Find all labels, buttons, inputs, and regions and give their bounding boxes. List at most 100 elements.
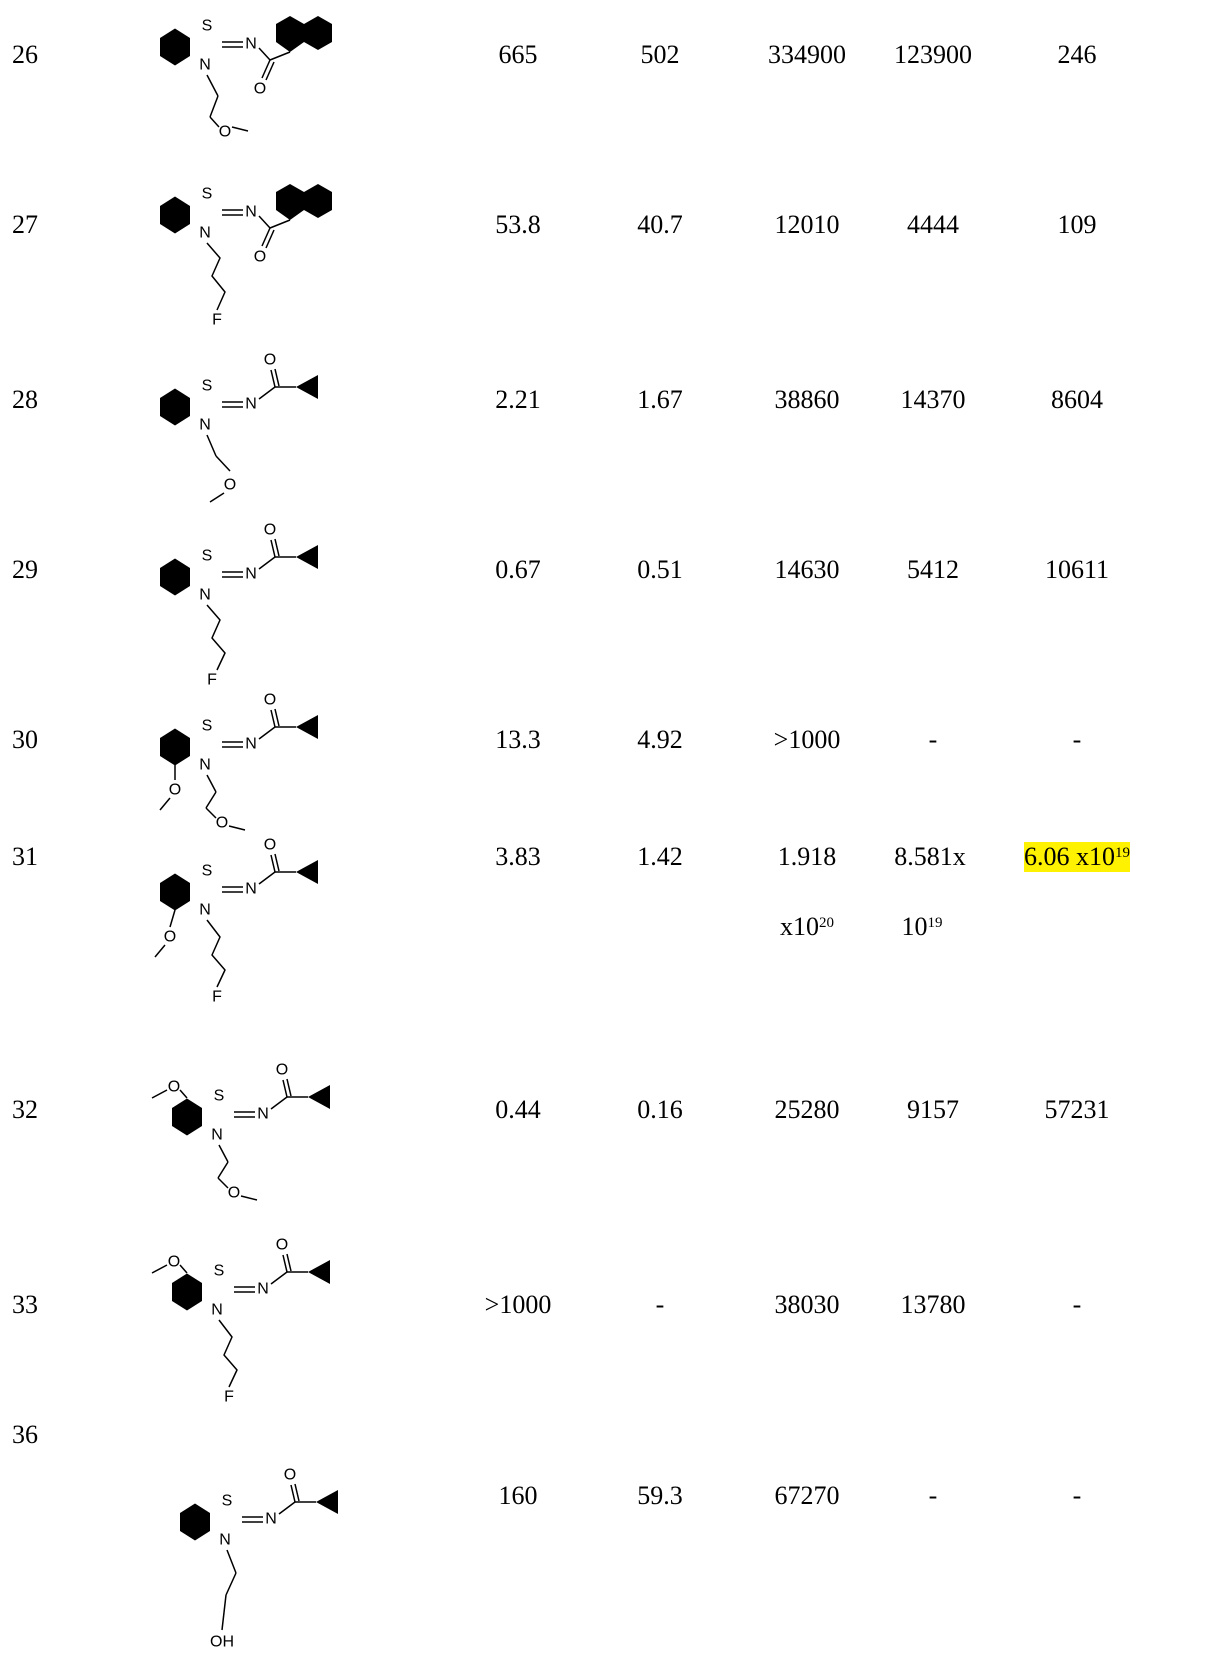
- cell-c4-exponent: 1019: [901, 912, 943, 941]
- svg-text:O: O: [168, 1079, 180, 1096]
- svg-text:O: O: [228, 1185, 240, 1202]
- svg-text:N: N: [257, 1106, 269, 1123]
- svg-text:N: N: [265, 1511, 277, 1528]
- svg-text:S: S: [202, 378, 213, 395]
- svg-text:N: N: [245, 881, 257, 898]
- svg-text:N: N: [219, 1532, 231, 1549]
- cell-c3-mantissa: 1.918: [777, 842, 837, 871]
- svg-text:O: O: [264, 352, 276, 369]
- structure-36: S N N O OH: [180, 1467, 356, 1651]
- svg-text:N: N: [257, 1281, 269, 1298]
- cell-c4-mantissa: 8.581x: [894, 842, 966, 871]
- svg-text:O: O: [168, 1254, 180, 1271]
- compound-id: 30: [12, 725, 38, 754]
- structure-28: S N N O O: [160, 352, 336, 503]
- cell-c1: 665: [498, 40, 538, 69]
- structure-31: S N N O O F: [154, 837, 336, 1006]
- compound-id: 36: [12, 1420, 38, 1449]
- cell-c5: 246: [1057, 40, 1097, 69]
- cell-c4: 9157: [907, 1095, 959, 1124]
- svg-text:F: F: [212, 989, 222, 1006]
- cell-c1: >1000: [484, 1290, 552, 1319]
- cell-c3: 25280: [774, 1095, 840, 1124]
- svg-text:O: O: [224, 477, 236, 494]
- svg-text:F: F: [224, 1389, 234, 1406]
- cell-c1: 2.21: [495, 385, 541, 414]
- cell-c1: 3.83: [495, 842, 541, 871]
- compound-id: 29: [12, 555, 38, 584]
- svg-text:S: S: [202, 863, 213, 880]
- svg-text:N: N: [199, 587, 211, 604]
- svg-text:S: S: [202, 18, 213, 35]
- svg-text:OH: OH: [210, 1634, 234, 1651]
- cell-c5: 10611: [1044, 555, 1110, 584]
- structure-29: S N N O F: [160, 522, 336, 689]
- svg-text:S: S: [222, 1493, 233, 1510]
- cell-c4: 5412: [907, 555, 959, 584]
- svg-text:N: N: [199, 57, 211, 74]
- svg-text:S: S: [214, 1263, 225, 1280]
- cell-c5: -: [1072, 1481, 1082, 1510]
- cell-c5: 109: [1057, 210, 1097, 239]
- compound-id: 28: [12, 385, 38, 414]
- svg-text:O: O: [254, 81, 266, 98]
- svg-text:N: N: [199, 902, 211, 919]
- compound-id: 27: [12, 210, 38, 239]
- cell-c3: 38030: [774, 1290, 840, 1319]
- svg-text:O: O: [284, 1467, 296, 1484]
- svg-text:N: N: [211, 1302, 223, 1319]
- svg-text:N: N: [245, 36, 257, 53]
- cell-c1: 13.3: [495, 725, 541, 754]
- cell-c3: 334900: [768, 40, 846, 69]
- cell-c2: 1.67: [637, 385, 683, 414]
- cell-c4: 14370: [900, 385, 966, 414]
- cell-c2: 59.3: [637, 1481, 683, 1510]
- svg-text:O: O: [276, 1237, 288, 1254]
- svg-text:N: N: [245, 566, 257, 583]
- compound-id: 32: [12, 1095, 38, 1124]
- svg-text:N: N: [199, 757, 211, 774]
- cell-c1: 0.44: [495, 1095, 541, 1124]
- cell-c5: 57231: [1044, 1095, 1110, 1124]
- svg-text:O: O: [264, 522, 276, 539]
- cell-c2: -: [655, 1290, 665, 1319]
- cell-c4: 4444: [907, 210, 959, 239]
- svg-text:S: S: [214, 1088, 225, 1105]
- cell-c4: -: [928, 725, 938, 754]
- svg-text:O: O: [219, 124, 231, 141]
- cell-c2: 1.42: [637, 842, 683, 871]
- svg-text:N: N: [245, 204, 257, 221]
- cell-c3-exponent: x1020: [780, 912, 834, 941]
- svg-text:N: N: [245, 396, 257, 413]
- cell-c3: 14630: [774, 555, 840, 584]
- svg-text:O: O: [216, 815, 228, 832]
- compound-id: 26: [12, 40, 38, 69]
- cell-c4: 123900: [894, 40, 972, 69]
- cell-c2: 0.16: [637, 1095, 683, 1124]
- cell-c1: 0.67: [495, 555, 541, 584]
- svg-text:O: O: [264, 692, 276, 709]
- cell-c2: 4.92: [637, 725, 683, 754]
- cell-c4: 13780: [900, 1290, 966, 1319]
- cell-c3: 67270: [774, 1481, 840, 1510]
- cell-c5: -: [1072, 1290, 1082, 1319]
- structure-33: S N N O O F: [151, 1237, 348, 1406]
- svg-text:N: N: [245, 736, 257, 753]
- svg-text:O: O: [169, 782, 181, 799]
- cell-c2: 0.51: [637, 555, 683, 584]
- svg-text:S: S: [202, 186, 213, 203]
- svg-text:O: O: [276, 1062, 288, 1079]
- compound-id: 31: [12, 842, 38, 871]
- svg-text:N: N: [199, 417, 211, 434]
- cell-c3: 38860: [774, 385, 840, 414]
- structure-27: S N N O F: [160, 184, 332, 329]
- cell-c3: 12010: [774, 210, 840, 239]
- structure-32: S N N O O O: [151, 1062, 348, 1202]
- svg-text:S: S: [202, 718, 213, 735]
- cell-c1: 160: [498, 1481, 538, 1510]
- cell-c5: 8604: [1051, 385, 1103, 414]
- compound-id: 33: [12, 1290, 38, 1319]
- svg-text:N: N: [199, 225, 211, 242]
- svg-text:S: S: [202, 548, 213, 565]
- cell-c1: 53.8: [495, 210, 541, 239]
